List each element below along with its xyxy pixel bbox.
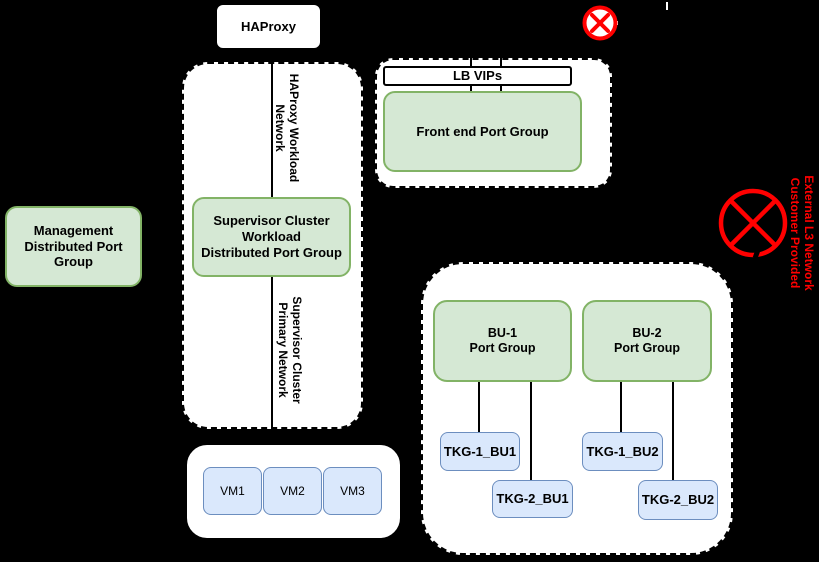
- supervisor-workload-port-group-node: Supervisor Cluster Workload Distributed …: [192, 197, 351, 277]
- supervisor-pg-line: Distributed Port Group: [201, 244, 342, 260]
- bu-1-line: Port Group: [469, 341, 536, 355]
- vm-node: VM2: [263, 467, 322, 515]
- vm-label: VM3: [340, 483, 365, 498]
- bu-2-line: BU-2: [632, 325, 662, 340]
- customer-external-l3-label-line2: External L3 Network: [802, 175, 816, 291]
- haproxy-label: HAProxy: [241, 18, 296, 34]
- bu1-tkg2-line: [530, 381, 532, 481]
- external-link-stub: [666, 2, 668, 10]
- bu2-tkg1-line: [620, 381, 622, 433]
- tkg-label: TKG-2_BU1: [496, 491, 569, 507]
- tkg-label: TKG-1_BU1: [443, 443, 517, 459]
- vm-node: VM1: [203, 467, 262, 515]
- tkg-2-bu2-node: TKG-2_BU2: [638, 480, 718, 520]
- lbvips-frontend-line-1: [470, 85, 472, 92]
- management-pg-line: Distributed Port Group: [24, 238, 123, 270]
- supervisor-pg-line: Workload: [242, 229, 301, 245]
- supervisor-pg-line: Supervisor Cluster: [213, 213, 330, 229]
- vm-label: VM1: [220, 483, 245, 498]
- lbvips-uplink-line-2: [500, 58, 502, 67]
- tkg-1-bu2-node: TKG-1_BU2: [582, 432, 663, 471]
- bu-1-port-group-node: BU-1 Port Group: [433, 300, 572, 382]
- tkg-1-bu1-node: TKG-1_BU1: [440, 432, 520, 471]
- front-end-pg-label: Front end Port Group: [416, 123, 549, 139]
- bu-2-port-group-node: BU-2 Port Group: [582, 300, 712, 382]
- bu-2-line: Port Group: [614, 341, 680, 355]
- management-port-group-node: Management Distributed Port Group: [5, 206, 142, 287]
- management-bottom-stub: [69, 285, 72, 291]
- haproxy-workload-network-label: HAProxy Workload Network: [273, 73, 302, 183]
- lbvips-uplink-line-1: [470, 58, 472, 67]
- customer-external-l3-label-line1: Customer Provided: [788, 177, 802, 289]
- bu1-tkg1-line: [478, 381, 480, 433]
- front-end-port-group-node: Front end Port Group: [383, 91, 582, 172]
- lb-vips-node: LB VIPs: [383, 66, 572, 86]
- tkg-label: TKG-1_BU2: [586, 443, 659, 459]
- tkg-2-bu1-node: TKG-2_BU1: [492, 480, 573, 518]
- lbvips-frontend-line-2: [500, 85, 502, 92]
- bu-1-line: BU-1: [487, 325, 518, 340]
- tkg-label: TKG-2_BU2: [641, 492, 715, 508]
- crossed-circle-icon: [718, 188, 788, 258]
- supervisor-primary-network-label: Supervisor Cluster Primary Network: [276, 296, 305, 404]
- vm-label: VM2: [280, 483, 305, 498]
- management-pg-line: Management: [33, 222, 114, 238]
- bu2-tkg2-line: [672, 381, 674, 481]
- lb-vips-label: LB VIPs: [452, 68, 503, 84]
- management-top-stub: [69, 202, 72, 208]
- crossed-circle-icon: [582, 5, 618, 41]
- vm-node: VM3: [323, 467, 382, 515]
- haproxy-node: HAProxy: [215, 3, 322, 50]
